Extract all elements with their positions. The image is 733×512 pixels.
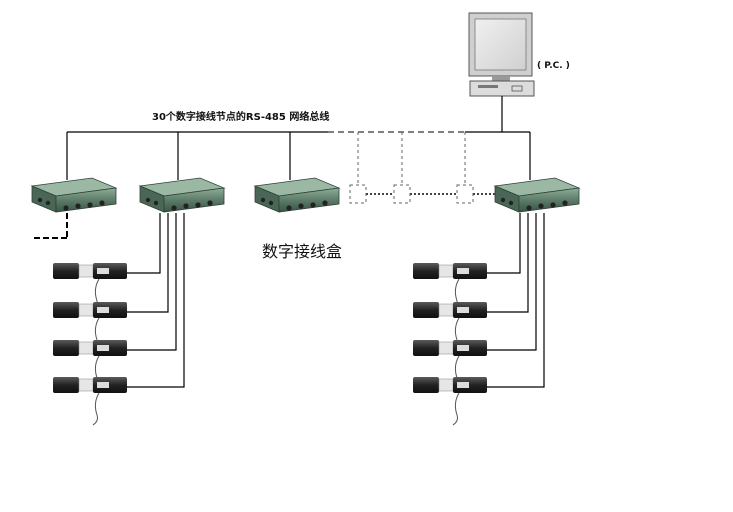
junction-box-icon xyxy=(254,177,340,213)
sensor-wiring-left xyxy=(127,213,185,388)
sensor-wiring-right xyxy=(487,213,545,388)
junction-box-icon xyxy=(494,177,580,213)
junction-box-icon xyxy=(139,177,225,213)
bus-line xyxy=(66,96,531,180)
computer-icon xyxy=(468,12,535,97)
load-cell-icon xyxy=(52,376,128,426)
bus-continuation xyxy=(34,213,68,239)
junction-box-label: 数字接线盒 xyxy=(262,242,343,261)
optional-node-links xyxy=(349,132,474,204)
junction-box-icon xyxy=(31,177,117,213)
load-cell-icon xyxy=(412,376,488,426)
bus-label: 30个数字接线节点的RS-485 网络总线 xyxy=(152,112,330,123)
pc-label: ( P.C. ) xyxy=(537,61,570,71)
